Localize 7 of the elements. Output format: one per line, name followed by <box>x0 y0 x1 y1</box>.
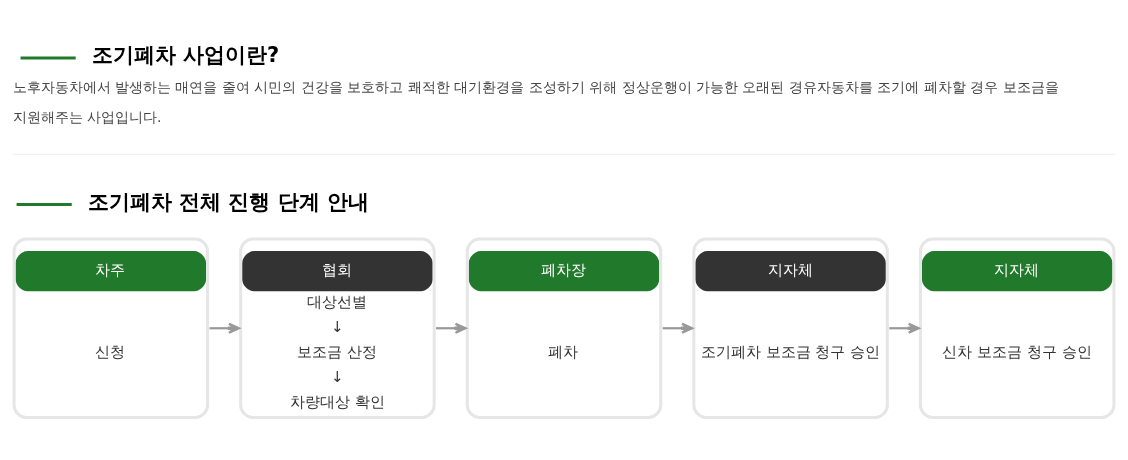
label: 노후자동차에서 발생하는 매연을 줄여 시민의 건강을 보호하고 쾌적한 대기환경을 조성하기 위해 정상운행이 가능한 오래된 경유자동차를 조기에 폐차할 경우 보조금을 지원해주는 사업입니다. <box>12 78 1059 125</box>
diagram-title: 조기폐차 사업이란? <box>91 41 280 67</box>
arrow <box>209 322 241 334</box>
arrow <box>889 322 920 334</box>
label: 조기폐차 전체 진행 단계 안내 <box>87 188 370 214</box>
arrow <box>436 322 467 334</box>
arrow <box>662 322 694 334</box>
